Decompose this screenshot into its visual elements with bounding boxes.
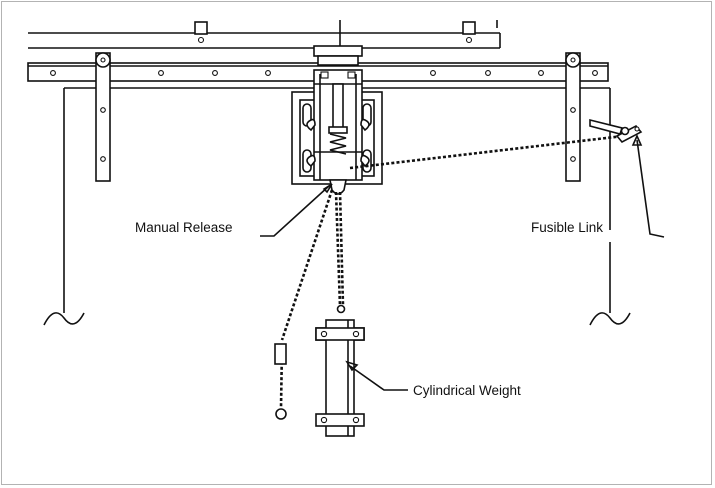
fusible-link-label: Fusible Link bbox=[531, 220, 603, 235]
chains bbox=[279, 133, 633, 409]
right-hanger bbox=[565, 52, 581, 182]
cylindrical-weight bbox=[315, 304, 365, 437]
track-holes bbox=[50, 70, 598, 76]
fusible-link bbox=[589, 118, 643, 144]
cylindrical-weight-label: Cylindrical Weight bbox=[413, 383, 521, 398]
left-hanger bbox=[95, 52, 111, 182]
upper-rail bbox=[28, 20, 501, 49]
pull-handle bbox=[274, 343, 287, 420]
closer-mechanism bbox=[291, 45, 383, 195]
leader-lines bbox=[260, 134, 665, 391]
manual-release-label: Manual Release bbox=[135, 220, 233, 235]
